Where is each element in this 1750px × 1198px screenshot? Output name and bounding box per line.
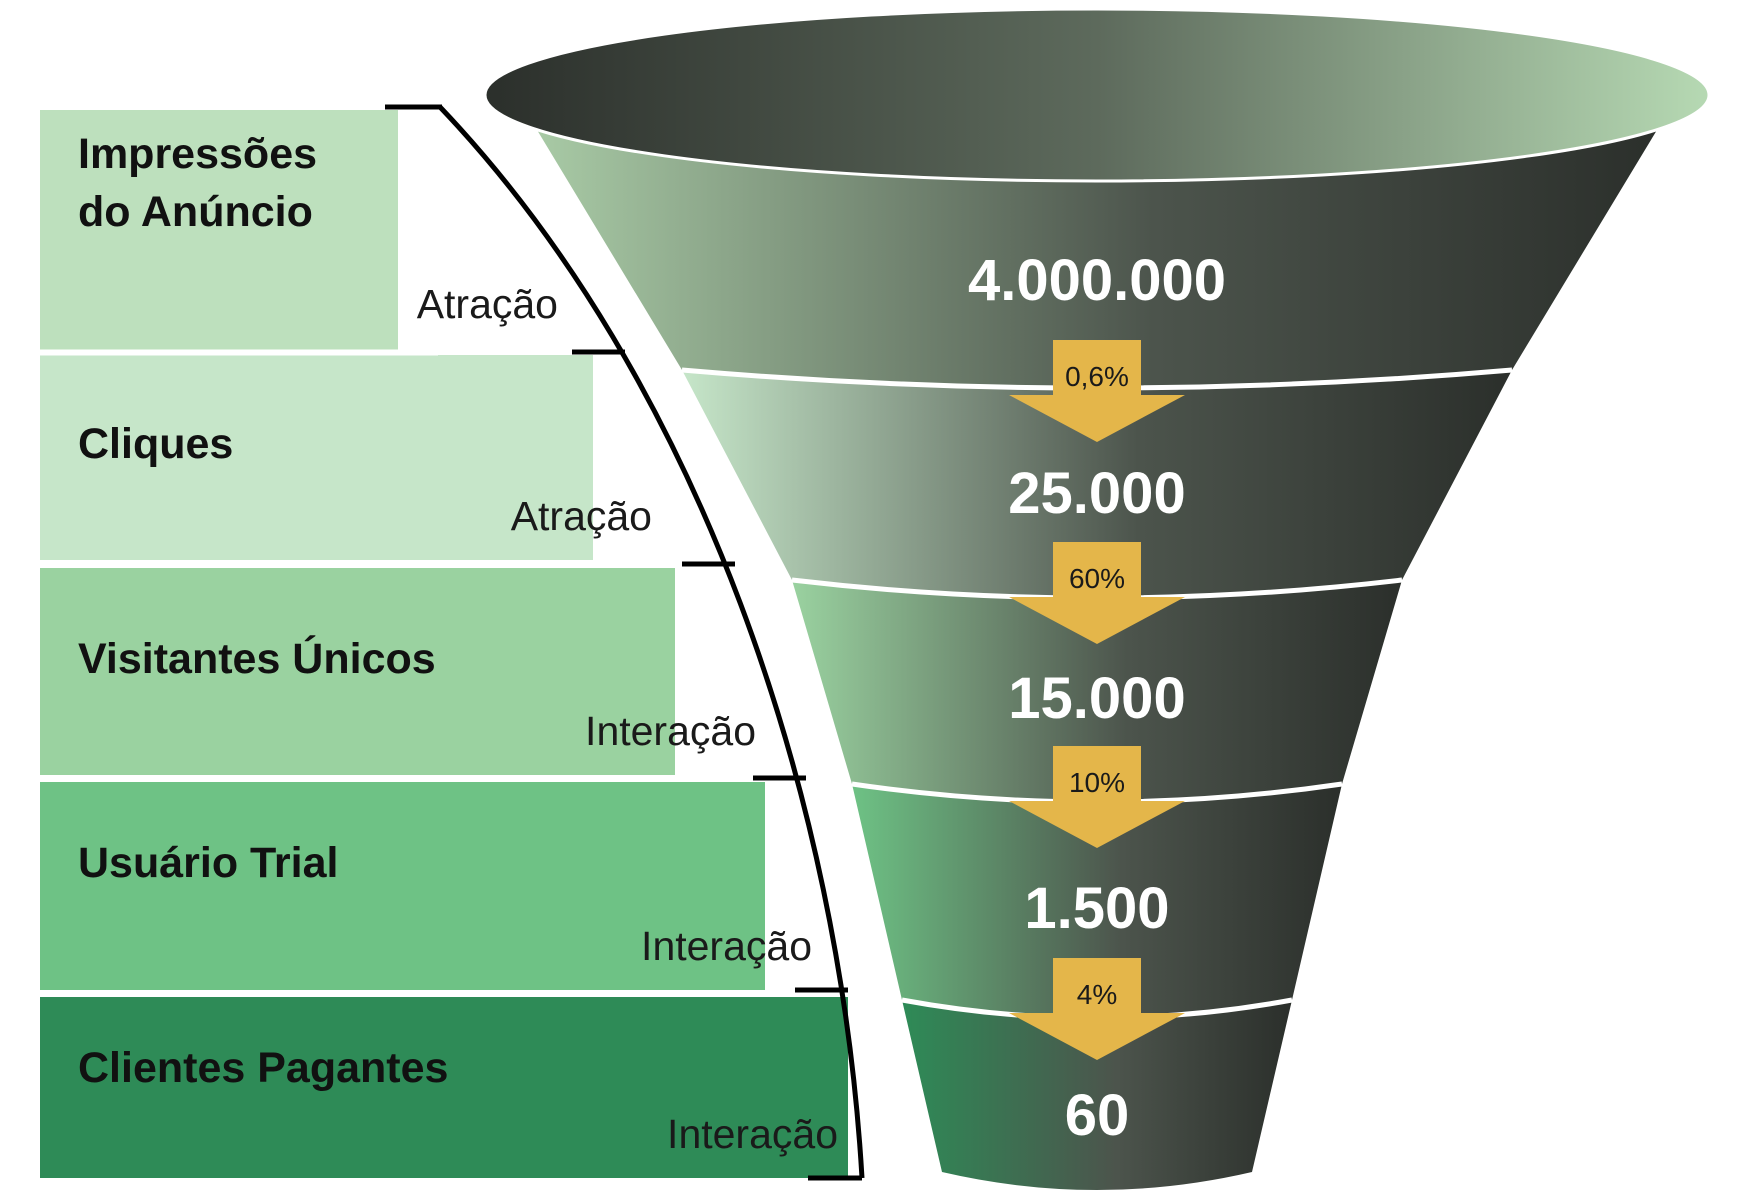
funnel-mouth [483,7,1711,183]
funnel-band [682,370,1512,598]
funnel-band [792,580,1402,802]
funnel-band [852,784,1342,1018]
funnel-band [531,120,1663,388]
conversion-rate: 4% [1077,979,1117,1010]
funnel-shape [483,7,1711,1190]
conversion-arrow [1009,958,1185,1060]
stage-box [40,110,398,350]
stage-bracket [385,104,865,1181]
conversion-arrow [1009,340,1185,442]
stage-value: 25.000 [1008,461,1185,526]
conversion-arrow [1009,746,1185,848]
stage-value: 60 [1065,1083,1130,1148]
stage-label: Clientes Pagantes [78,1044,448,1092]
stage-category-label: Interação [585,708,756,754]
conversion-rate: 60% [1069,563,1125,594]
stage-label: Cliques [78,420,233,468]
stage-label: do Anúncio [78,188,313,236]
stage-box [40,568,675,775]
stage-label: Usuário Trial [78,839,338,887]
stage-category-label: Interação [667,1111,838,1157]
funnel-values: 4.000.000 25.000 15.000 1.500 60 [968,248,1226,1148]
stage-category-label: Atração [417,281,558,327]
stage-category-label: Interação [641,923,812,969]
conversion-rate: 10% [1069,767,1125,798]
stage-category-label: Atração [511,493,652,539]
stage-label: Impressões [78,130,317,178]
stage-box [40,355,593,560]
conversion-rate: 0,6% [1065,361,1129,392]
stage-box [40,997,848,1178]
stage-value: 4.000.000 [968,248,1226,313]
stage-value: 15.000 [1008,666,1185,731]
bracket-curve [438,105,865,1179]
stage-value: 1.500 [1024,876,1169,941]
conversion-arrow [1009,542,1185,644]
conversion-arrows: 0,6% 60% 10% 4% [1009,340,1185,1060]
stage-box [40,782,765,990]
funnel-band [902,1000,1292,1190]
stage-label: Visitantes Únicos [78,634,436,683]
